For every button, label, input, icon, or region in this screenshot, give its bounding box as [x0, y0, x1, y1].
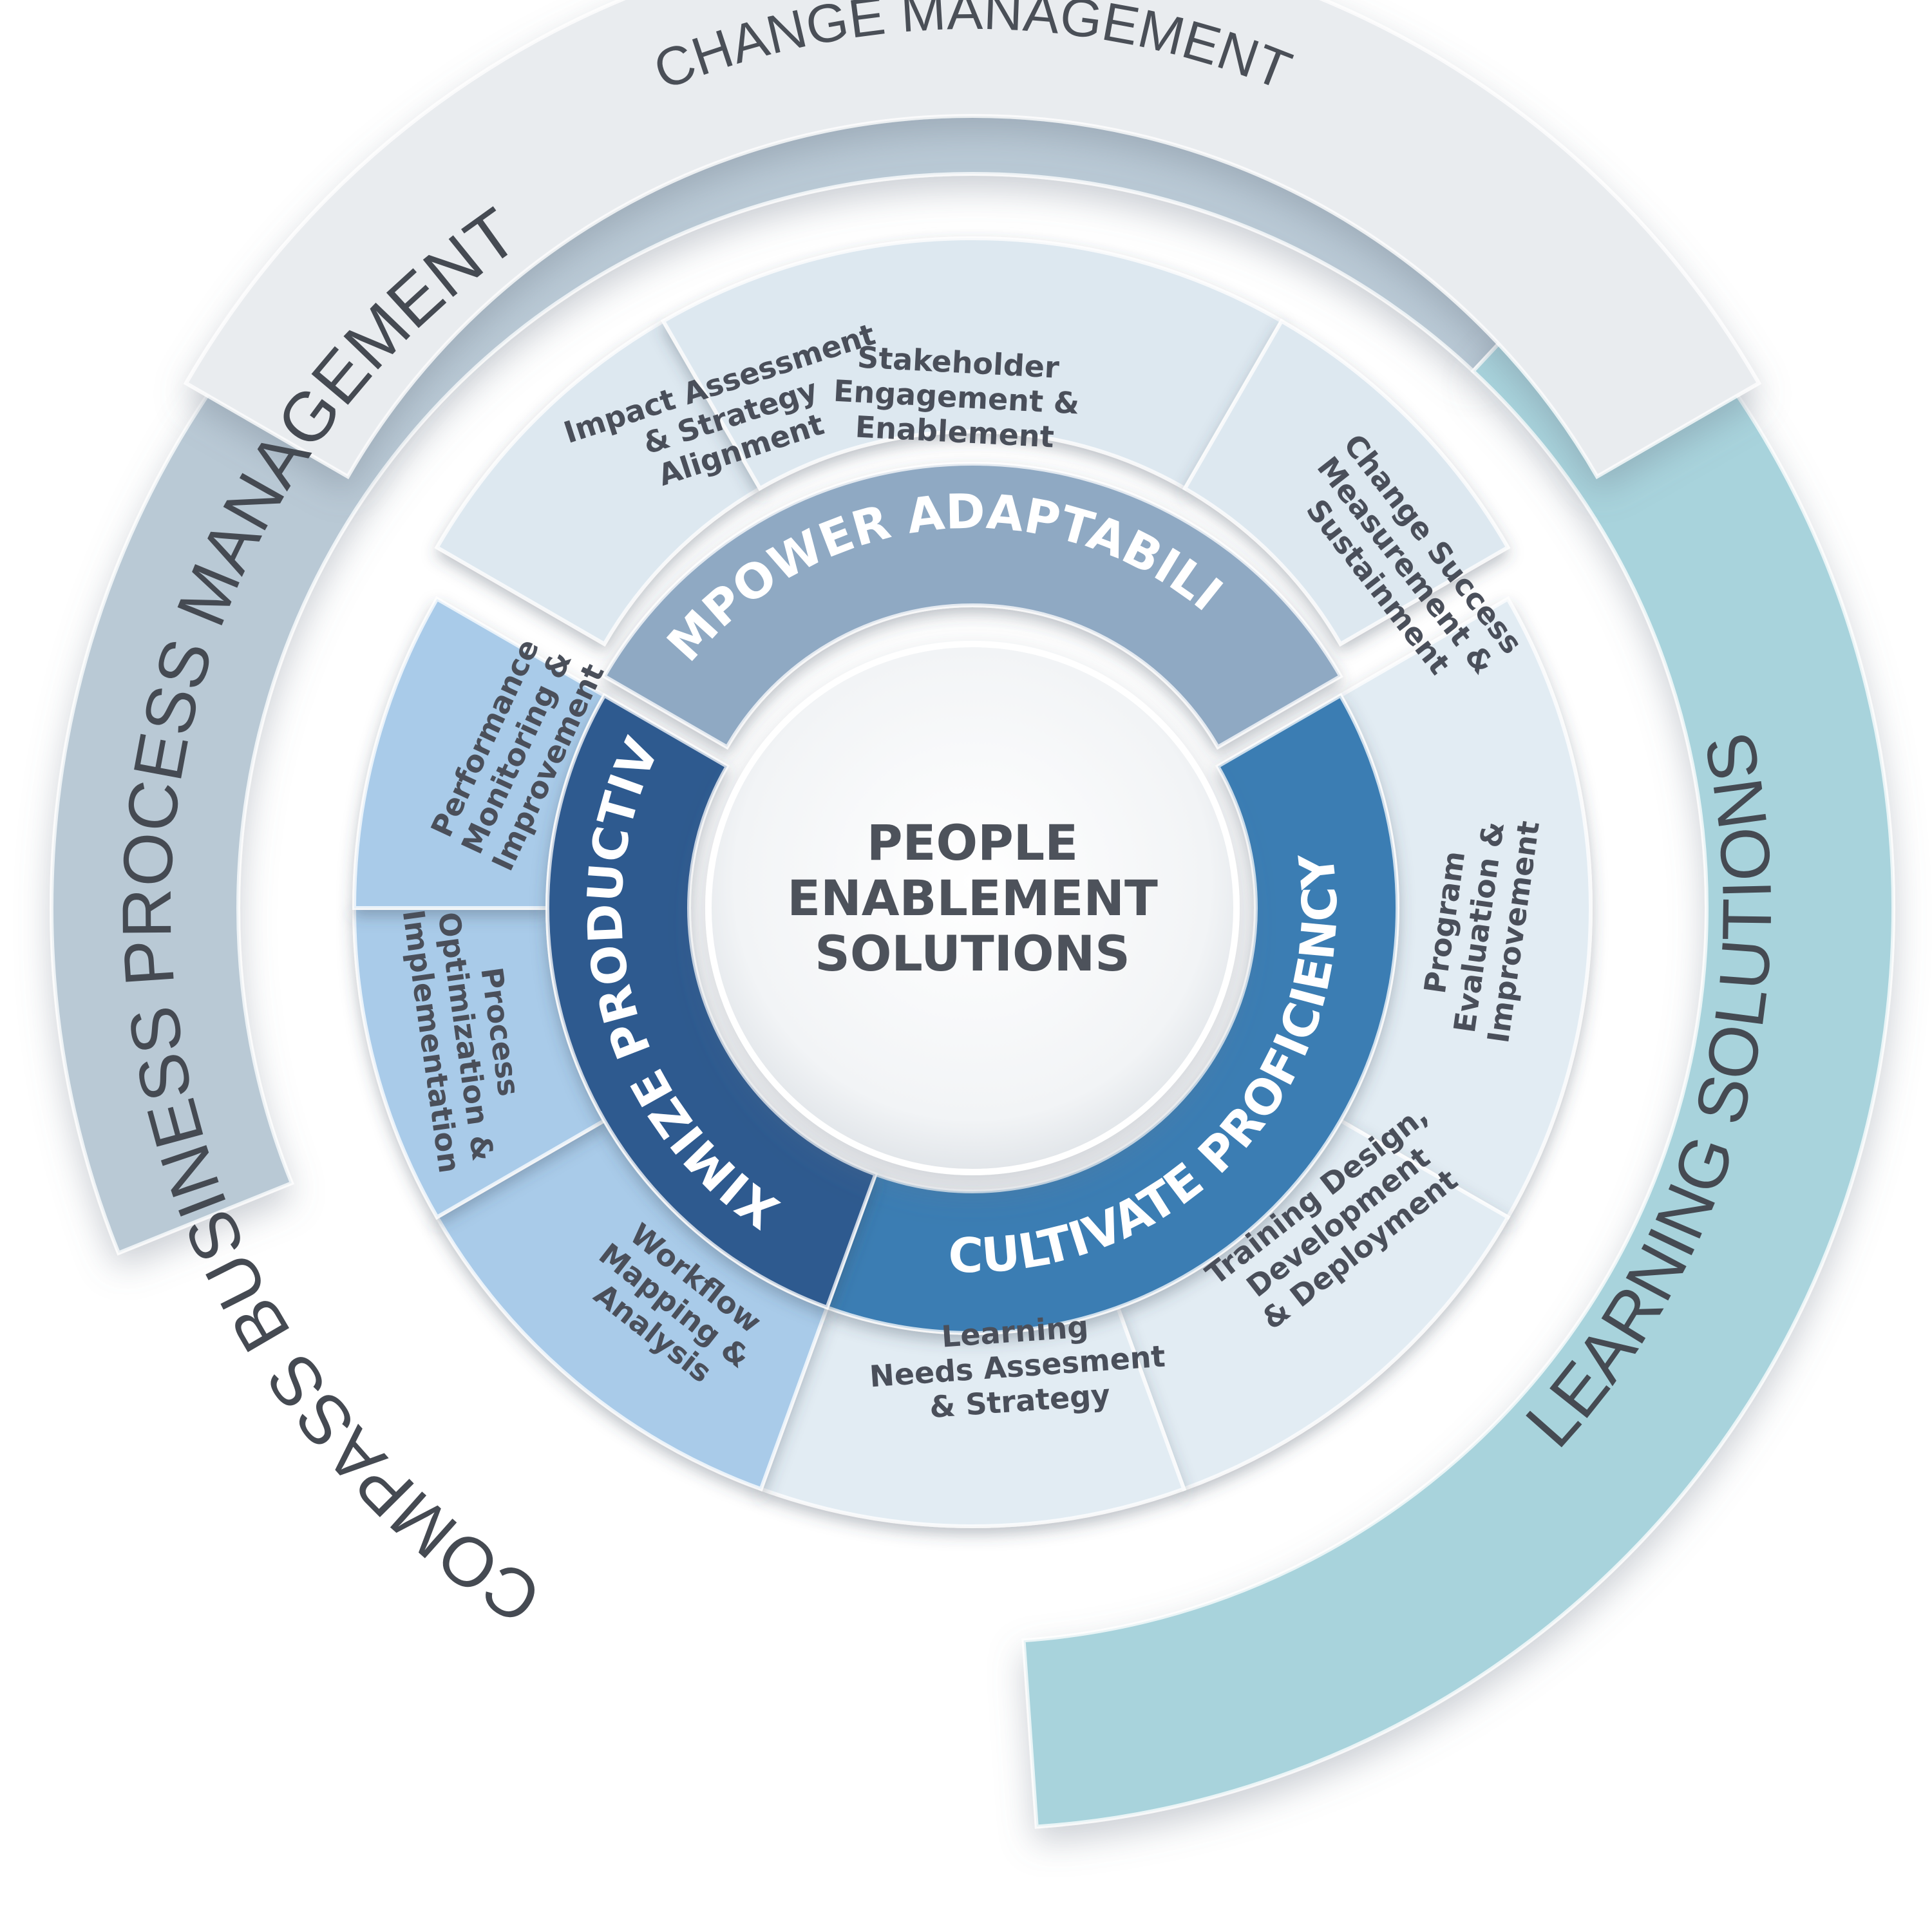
- center-title-line-3: SOLUTIONS: [815, 925, 1130, 982]
- maximize-segment: [545, 692, 878, 1311]
- learning-outer-band: [1021, 231, 1895, 1829]
- center-title-line-2: ENABLEMENT: [787, 869, 1158, 927]
- center-title-line-1: PEOPLE: [867, 814, 1078, 871]
- cultivate-segment: [824, 692, 1399, 1335]
- change-item-3-segment: [1182, 318, 1511, 647]
- empower-segment: [601, 462, 1343, 750]
- change-item-2-segment: [660, 236, 1285, 491]
- center-disc: [705, 641, 1240, 1175]
- wheel-shapes: [50, 0, 1895, 1829]
- change-outer-band: [183, 0, 1762, 480]
